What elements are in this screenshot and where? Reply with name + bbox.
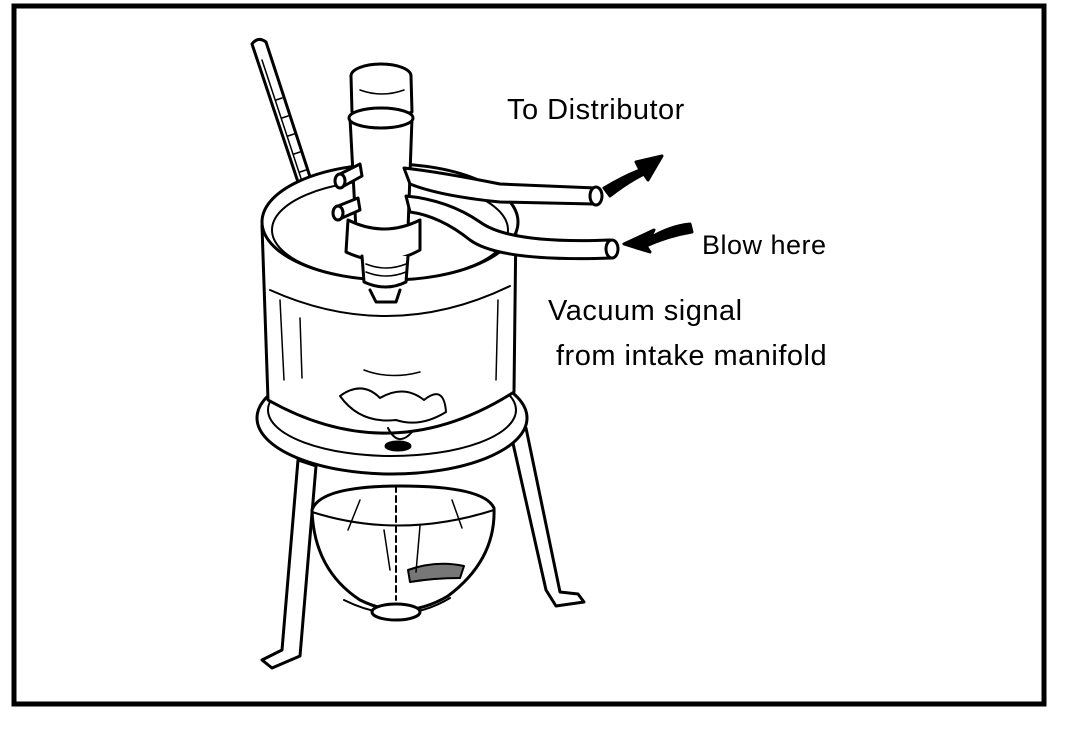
hose-blow-here — [404, 194, 620, 261]
label-vacuum-signal-line2: from intake manifold — [556, 340, 828, 372]
frame-border — [11, 3, 1047, 707]
label-blow-here: Blow here — [702, 230, 827, 260]
apparatus-illustration — [250, 37, 694, 670]
label-vacuum-signal-line1: Vacuum signal — [548, 295, 743, 327]
left-nipples — [331, 162, 364, 222]
vacuum-diaphragm-unit — [310, 484, 496, 622]
arrow-blow-here — [622, 222, 694, 254]
arrow-to-distributor — [602, 154, 664, 198]
stand — [260, 426, 586, 670]
hose-to-distributor — [402, 166, 604, 207]
label-to-distributor: To Distributor — [507, 94, 685, 126]
vacuum-unit-shaft — [344, 62, 422, 304]
